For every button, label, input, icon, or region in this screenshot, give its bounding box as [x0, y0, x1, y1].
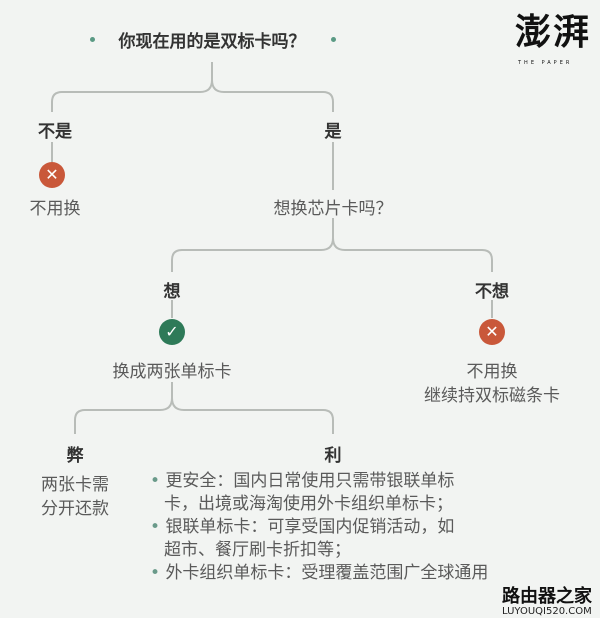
- pros-list: • 更安全：国内日常使用只需带银联单标 卡，出境或海淘使用外卡组织单标卡； • …: [150, 470, 488, 585]
- label-yes: 是: [324, 122, 342, 142]
- connector-q2-want: [171, 218, 334, 272]
- label-not-want: 不想: [475, 282, 509, 302]
- bullet-dot: [331, 37, 336, 42]
- label-want: 想: [163, 282, 181, 302]
- connector-q1-no: [51, 62, 213, 112]
- watermark: 路由器之家 LUYOUQI520.COM: [502, 586, 592, 618]
- bullet-dot: [90, 37, 95, 42]
- connector-pros: [171, 397, 334, 434]
- connector-q1-yes: [211, 79, 334, 112]
- list-item-cont: 超市、餐厅刷卡折扣等；: [164, 540, 351, 560]
- logo-subtitle: THE PAPER: [518, 60, 573, 66]
- question-dual-card: 你现在用的是双标卡吗？: [118, 32, 306, 52]
- list-item: • 银联单标卡：可享受国内促销活动，如: [150, 517, 455, 537]
- connector-q2-notwant: [332, 237, 493, 272]
- cons-line: 分开还款: [41, 499, 109, 519]
- list-item-cont: 卡，出境或海淘使用外卡组织单标卡；: [164, 494, 453, 514]
- label-pros: 利: [324, 446, 342, 466]
- label-cons: 弊: [66, 446, 84, 466]
- connector-cons: [74, 382, 173, 434]
- question-chip-card: 想换芯片卡吗？: [273, 199, 393, 219]
- result-keep-card: 继续持双标磁条卡: [424, 386, 560, 406]
- check-icon: ✓: [159, 319, 185, 345]
- cons-line: 两张卡需: [41, 475, 109, 495]
- logo: 澎湃: [515, 11, 592, 53]
- result-no-change: 不用换: [466, 362, 518, 382]
- result-two-cards: 换成两张单标卡: [112, 362, 232, 382]
- list-item: • 更安全：国内日常使用只需带银联单标: [150, 471, 455, 491]
- cross-icon: ✕: [479, 319, 505, 345]
- list-item: • 外卡组织单标卡：受理覆盖范围广全球通用: [150, 563, 489, 583]
- cross-icon: ✕: [39, 162, 65, 188]
- label-no: 不是: [38, 122, 72, 142]
- result-no-change: 不用换: [29, 199, 81, 219]
